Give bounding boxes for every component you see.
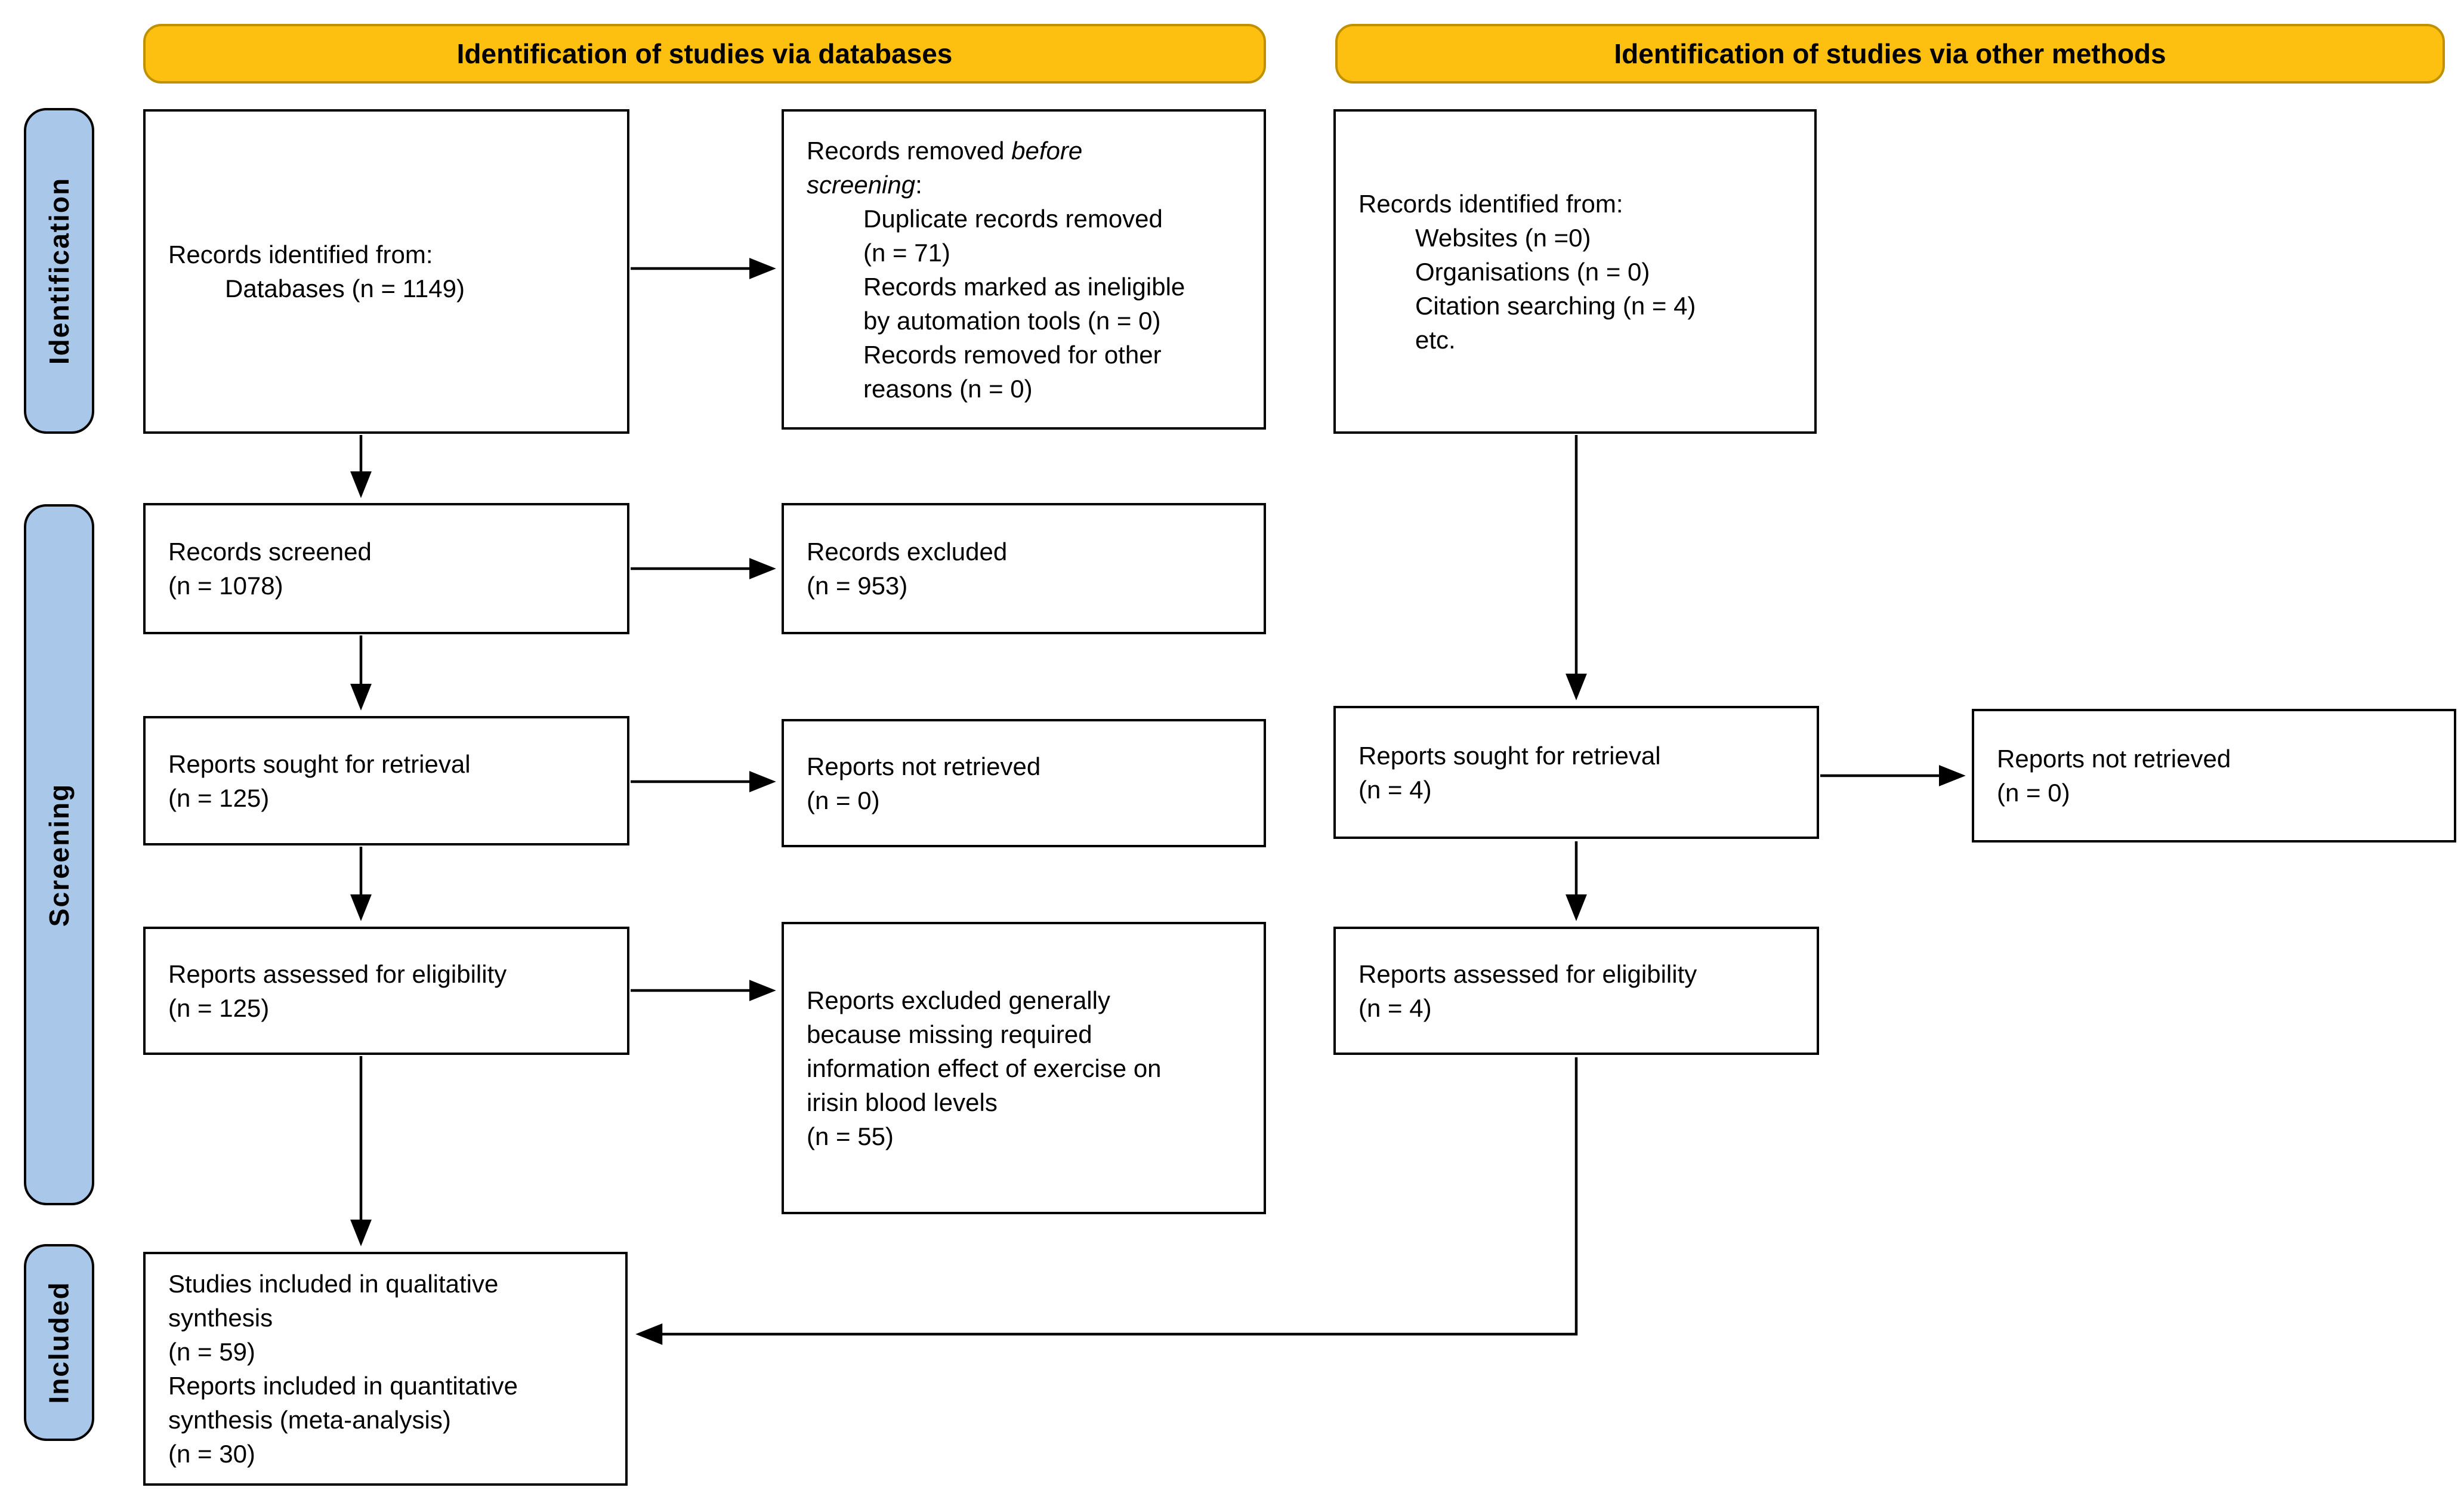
box-text-line: Reports included in quantitative xyxy=(168,1372,518,1400)
header-identification-via-databases-label: Identification of studies via databases xyxy=(456,38,953,69)
box-text-line: (n = 59) xyxy=(168,1338,255,1366)
box-text-line: Studies included in qualitative xyxy=(168,1270,499,1298)
box-text-line: (n = 953) xyxy=(807,572,908,600)
box-text-line: irisin blood levels xyxy=(807,1088,998,1116)
box-records-identified-databases: Records identified from: Databases (n = 1… xyxy=(143,109,629,434)
stage-tab-identification: Identification xyxy=(24,108,94,434)
box-text-line: (n = 71) xyxy=(863,238,950,267)
box-text-line: Reports excluded generally xyxy=(807,986,1110,1014)
box-text-line: Reports not retrieved xyxy=(807,752,1041,780)
box-text-line: Records identified from: xyxy=(168,240,433,269)
box-text-line: Records removed for other xyxy=(863,340,1162,369)
box-reports-sought-databases: Reports sought for retrieval (n = 125) xyxy=(143,716,629,845)
box-text-line: Reports sought for retrieval xyxy=(168,749,471,778)
box-text-line: information effect of exercise on xyxy=(807,1054,1162,1082)
box-records-identified-other-methods: Records identified from: Websites (n =0) O… xyxy=(1333,109,1817,434)
header-identification-via-other-methods: Identification of studies via other meth… xyxy=(1335,24,2445,84)
box-text-line: (n = 55) xyxy=(807,1122,894,1150)
box-text-line: (n = 1078) xyxy=(168,572,283,600)
box-reports-assessed-other-methods: Reports assessed for eligibility (n = 4) xyxy=(1333,927,1819,1055)
box-text-line: Duplicate records removed xyxy=(863,204,1163,233)
box-records-excluded: Records excluded (n = 953) xyxy=(782,503,1266,634)
box-text-line: (n = 30) xyxy=(168,1440,255,1468)
box-text-line: Records excluded xyxy=(807,538,1008,566)
box-text-line: Reports sought for retrieval xyxy=(1358,741,1661,770)
header-identification-via-other-methods-label: Identification of studies via other meth… xyxy=(1614,38,2166,69)
box-text-line: (n = 0) xyxy=(807,786,880,814)
box-text-line: etc. xyxy=(1415,325,1456,354)
box-text-line: synthesis (meta-analysis) xyxy=(168,1406,451,1434)
box-text-line: Records removed before xyxy=(807,136,1083,165)
box-text-line: Databases (n = 1149) xyxy=(225,274,465,303)
box-text-line: because missing required xyxy=(807,1020,1092,1048)
box-text-line: (n = 0) xyxy=(1997,779,2070,807)
box-text-line: reasons (n = 0) xyxy=(863,374,1033,403)
box-reports-not-retrieved-databases: Reports not retrieved (n = 0) xyxy=(782,719,1266,847)
box-reports-not-retrieved-other-methods: Reports not retrieved (n = 0) xyxy=(1972,709,2456,843)
box-text-line: synthesis xyxy=(168,1304,273,1332)
stage-label-screening: Screening xyxy=(44,783,75,927)
box-text-line: Reports not retrieved xyxy=(1997,745,2231,773)
box-text-line: (n = 125) xyxy=(168,783,270,812)
box-reports-excluded-reasons: Reports excluded generally because missin… xyxy=(782,922,1266,1214)
box-text-line: (n = 4) xyxy=(1358,993,1432,1022)
box-records-screened: Records screened (n = 1078) xyxy=(143,503,629,634)
header-identification-via-databases: Identification of studies via databases xyxy=(143,24,1266,84)
arrow-other-assessed-to-included-elbow xyxy=(635,1057,1578,1345)
box-text-line: screening: xyxy=(807,170,922,199)
box-text-line: Reports assessed for eligibility xyxy=(168,959,507,988)
stage-tab-screening: Screening xyxy=(24,504,94,1205)
box-text-line: Records screened xyxy=(168,538,372,566)
box-reports-sought-other-methods: Reports sought for retrieval (n = 4) xyxy=(1333,706,1819,839)
stage-label-identification: Identification xyxy=(44,177,75,365)
box-text-line: Records marked as ineligible xyxy=(863,272,1185,301)
box-text-line: by automation tools (n = 0) xyxy=(863,306,1161,335)
box-text-line: (n = 125) xyxy=(168,993,270,1022)
box-records-removed-before-screening: Records removed before screening: Duplicat… xyxy=(782,109,1266,430)
box-text-line: Reports assessed for eligibility xyxy=(1358,959,1697,988)
box-text-line: Organisations (n = 0) xyxy=(1415,257,1650,286)
stage-tab-included: Included xyxy=(24,1244,94,1441)
box-studies-included: Studies included in qualitative synthesis… xyxy=(143,1252,628,1486)
box-text-line: Citation searching (n = 4) xyxy=(1415,291,1696,320)
box-reports-assessed-databases: Reports assessed for eligibility (n = 125… xyxy=(143,927,629,1055)
box-text-line: Records identified from: xyxy=(1358,189,1623,218)
box-text-line: (n = 4) xyxy=(1358,775,1432,804)
stage-label-included: Included xyxy=(44,1281,75,1404)
box-text-line: Websites (n =0) xyxy=(1415,223,1591,252)
